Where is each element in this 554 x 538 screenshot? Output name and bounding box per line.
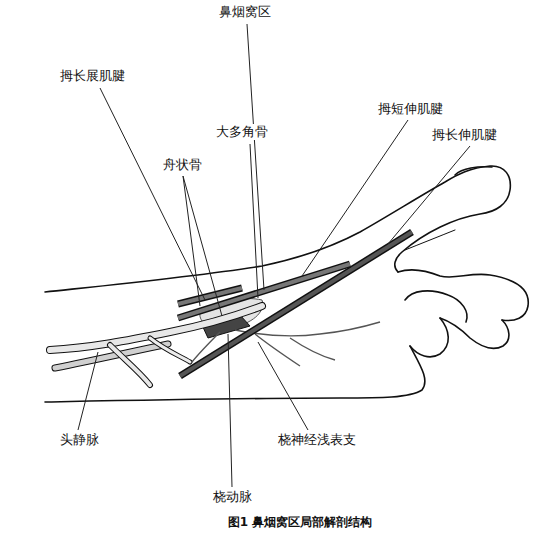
vein-label: 头静脉 xyxy=(58,432,101,448)
tendon-label: 拇长展肌腱 xyxy=(58,68,127,84)
artery-label: 桡动脉 xyxy=(211,489,254,505)
tendon-label: 拇短伸肌腱 xyxy=(376,101,445,117)
region-label: 鼻烟窝区 xyxy=(217,4,273,20)
nerve-label: 桡神经浅表支 xyxy=(276,432,358,448)
figure-caption: 图1 鼻烟窝区局部解剖结构 xyxy=(226,514,375,530)
bone-label: 大多角骨 xyxy=(214,124,270,140)
tendon-label: 拇长伸肌腱 xyxy=(430,127,499,143)
bone-label: 舟状骨 xyxy=(161,157,204,173)
